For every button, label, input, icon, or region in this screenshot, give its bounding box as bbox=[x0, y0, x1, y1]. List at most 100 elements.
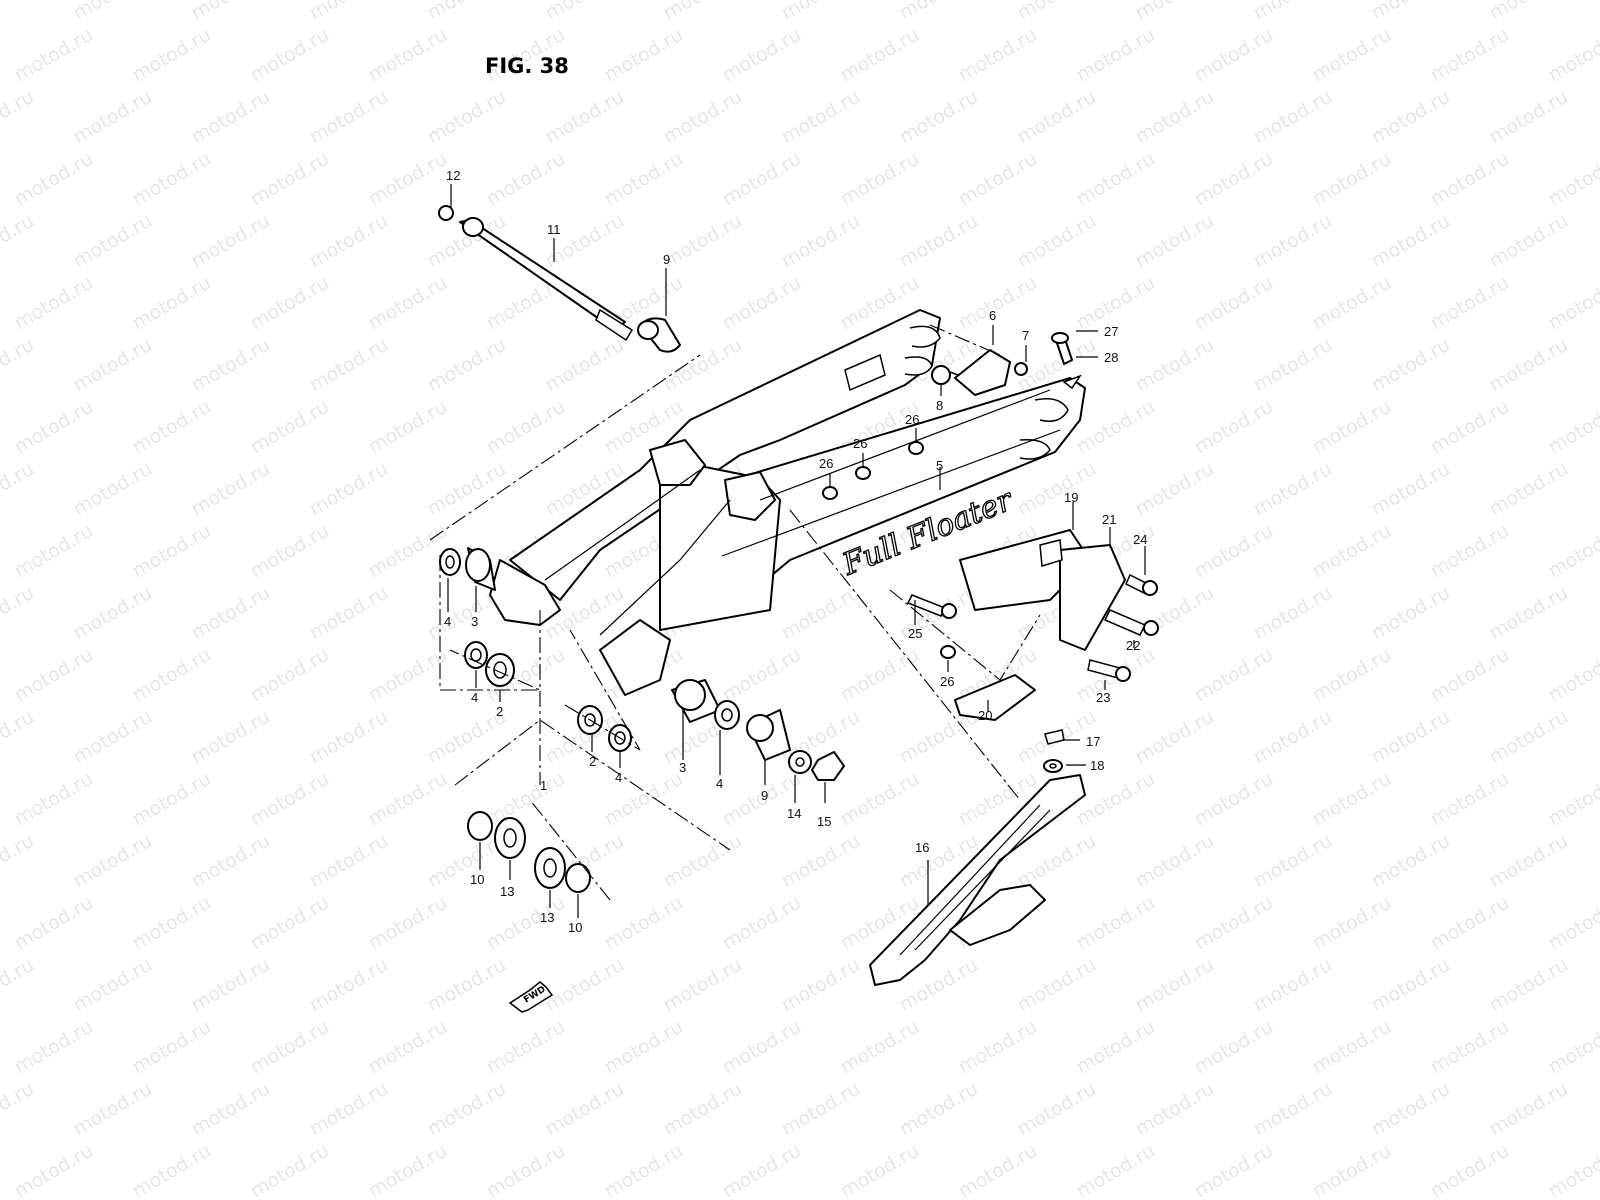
watermark-text: motod.ru bbox=[0, 706, 38, 769]
watermark-text: motod.ru bbox=[1427, 148, 1513, 211]
watermark-text: motod.ru bbox=[1545, 644, 1600, 707]
spacer-9-upper bbox=[637, 317, 681, 353]
bolts bbox=[906, 573, 1159, 682]
watermark-text: motod.ru bbox=[896, 210, 982, 273]
callout-16: 16 bbox=[915, 840, 929, 855]
watermark-text: motod.ru bbox=[837, 768, 923, 831]
watermark-text: motod.ru bbox=[1073, 1016, 1159, 1079]
watermark-text: motod.ru bbox=[1132, 334, 1218, 397]
watermark-text: motod.ru bbox=[1545, 1140, 1600, 1200]
watermark-text: motod.ru bbox=[1309, 396, 1395, 459]
watermark-text: motod.ru bbox=[1014, 1078, 1100, 1141]
watermark-text: motod.ru bbox=[70, 0, 156, 24]
watermark-text: motod.ru bbox=[1309, 768, 1395, 831]
watermark-text: motod.ru bbox=[719, 644, 805, 707]
callout-13: 13 bbox=[500, 884, 514, 899]
watermark-text: motod.ru bbox=[365, 24, 451, 87]
watermark-text: motod.ru bbox=[896, 86, 982, 149]
watermark-text: motod.ru bbox=[542, 1078, 628, 1141]
callout-4: 4 bbox=[716, 776, 723, 791]
watermark-text: motod.ru bbox=[1132, 210, 1218, 273]
watermark-text: motod.ru bbox=[365, 520, 451, 583]
watermark-text: motod.ru bbox=[1368, 0, 1454, 24]
leader-lines bbox=[447, 184, 1146, 918]
callout-12: 12 bbox=[446, 168, 460, 183]
callout-8: 8 bbox=[936, 398, 943, 413]
watermark-text: motod.ru bbox=[424, 334, 510, 397]
watermark-text: motod.ru bbox=[837, 644, 923, 707]
watermark-text: motod.ru bbox=[1427, 768, 1513, 831]
watermark-text: motod.ru bbox=[955, 24, 1041, 87]
watermark-text: motod.ru bbox=[0, 0, 38, 24]
watermark-text: motod.ru bbox=[1014, 954, 1100, 1017]
watermark-text: motod.ru bbox=[837, 1140, 923, 1200]
watermark-text: motod.ru bbox=[955, 148, 1041, 211]
watermark-text: motod.ru bbox=[129, 892, 215, 955]
watermark-text: motod.ru bbox=[70, 1078, 156, 1141]
watermark-text: motod.ru bbox=[0, 582, 38, 645]
watermark-text: motod.ru bbox=[1132, 830, 1218, 893]
callout-11: 11 bbox=[547, 222, 561, 237]
watermark-text: motod.ru bbox=[306, 334, 392, 397]
watermark-text: motod.ru bbox=[1427, 272, 1513, 335]
watermark-text: motod.ru bbox=[1427, 1140, 1513, 1200]
callout-26: 26 bbox=[819, 456, 833, 471]
watermark-text: motod.ru bbox=[1132, 954, 1218, 1017]
callout-1: 1 bbox=[540, 778, 547, 793]
watermark-text: motod.ru bbox=[129, 644, 215, 707]
watermark-text: motod.ru bbox=[70, 210, 156, 273]
watermark-text: motod.ru bbox=[188, 458, 274, 521]
watermark-text: motod.ru bbox=[129, 396, 215, 459]
callout-6: 6 bbox=[989, 308, 996, 323]
callout-10: 10 bbox=[568, 920, 582, 935]
watermark-text: motod.ru bbox=[1486, 582, 1572, 645]
watermark-text: motod.ru bbox=[837, 24, 923, 87]
callout-21: 21 bbox=[1102, 512, 1116, 527]
watermark-text: motod.ru bbox=[660, 954, 746, 1017]
watermark-text: motod.ru bbox=[365, 768, 451, 831]
watermark-text: motod.ru bbox=[1486, 210, 1572, 273]
watermark-text: motod.ru bbox=[1368, 1078, 1454, 1141]
rear-pivot-parts bbox=[577, 679, 845, 781]
watermark-text: motod.ru bbox=[1014, 210, 1100, 273]
watermark-text: motod.ru bbox=[1545, 396, 1600, 459]
watermark-text: motod.ru bbox=[1250, 86, 1336, 149]
watermark-text: motod.ru bbox=[1014, 0, 1100, 24]
watermark-text: motod.ru bbox=[1073, 24, 1159, 87]
watermark-text: motod.ru bbox=[1309, 892, 1395, 955]
watermark-text: motod.ru bbox=[0, 954, 38, 1017]
watermark-text: motod.ru bbox=[365, 396, 451, 459]
watermark-text: motod.ru bbox=[247, 892, 333, 955]
watermark-text: motod.ru bbox=[1545, 520, 1600, 583]
watermark-text: motod.ru bbox=[1309, 272, 1395, 335]
nuts-26 bbox=[822, 441, 956, 659]
watermark-text: motod.ru bbox=[188, 0, 274, 24]
chain-adjuster-bracket bbox=[931, 332, 1082, 396]
chain-slider bbox=[869, 729, 1086, 986]
callout-22: 22 bbox=[1126, 638, 1140, 653]
watermark-text: motod.ru bbox=[483, 768, 569, 831]
watermark-text: motod.ru bbox=[542, 954, 628, 1017]
watermark-text: motod.ru bbox=[837, 1016, 923, 1079]
watermark-text: motod.ru bbox=[11, 644, 97, 707]
watermark-text: motod.ru bbox=[601, 1016, 687, 1079]
assembly-lines bbox=[429, 324, 1041, 901]
watermark-text: motod.ru bbox=[1191, 24, 1277, 87]
watermark-text: motod.ru bbox=[1309, 24, 1395, 87]
watermark-text: motod.ru bbox=[660, 1078, 746, 1141]
callout-9: 9 bbox=[663, 252, 670, 267]
callout-25: 25 bbox=[908, 626, 922, 641]
watermark-text: motod.ru bbox=[778, 954, 864, 1017]
callout-26: 26 bbox=[853, 436, 867, 451]
watermark-text: motod.ru bbox=[1191, 768, 1277, 831]
watermark-text: motod.ru bbox=[1132, 0, 1218, 24]
watermark-text: motod.ru bbox=[1191, 272, 1277, 335]
watermark-text: motod.ru bbox=[129, 768, 215, 831]
callout-19: 19 bbox=[1064, 490, 1078, 505]
watermark-text: motod.ru bbox=[660, 0, 746, 24]
watermark-text: motod.ru bbox=[11, 520, 97, 583]
watermark-text: motod.ru bbox=[0, 334, 38, 397]
watermark-text: motod.ru bbox=[70, 582, 156, 645]
watermark-text: motod.ru bbox=[660, 86, 746, 149]
watermark-text: motod.ru bbox=[778, 1078, 864, 1141]
